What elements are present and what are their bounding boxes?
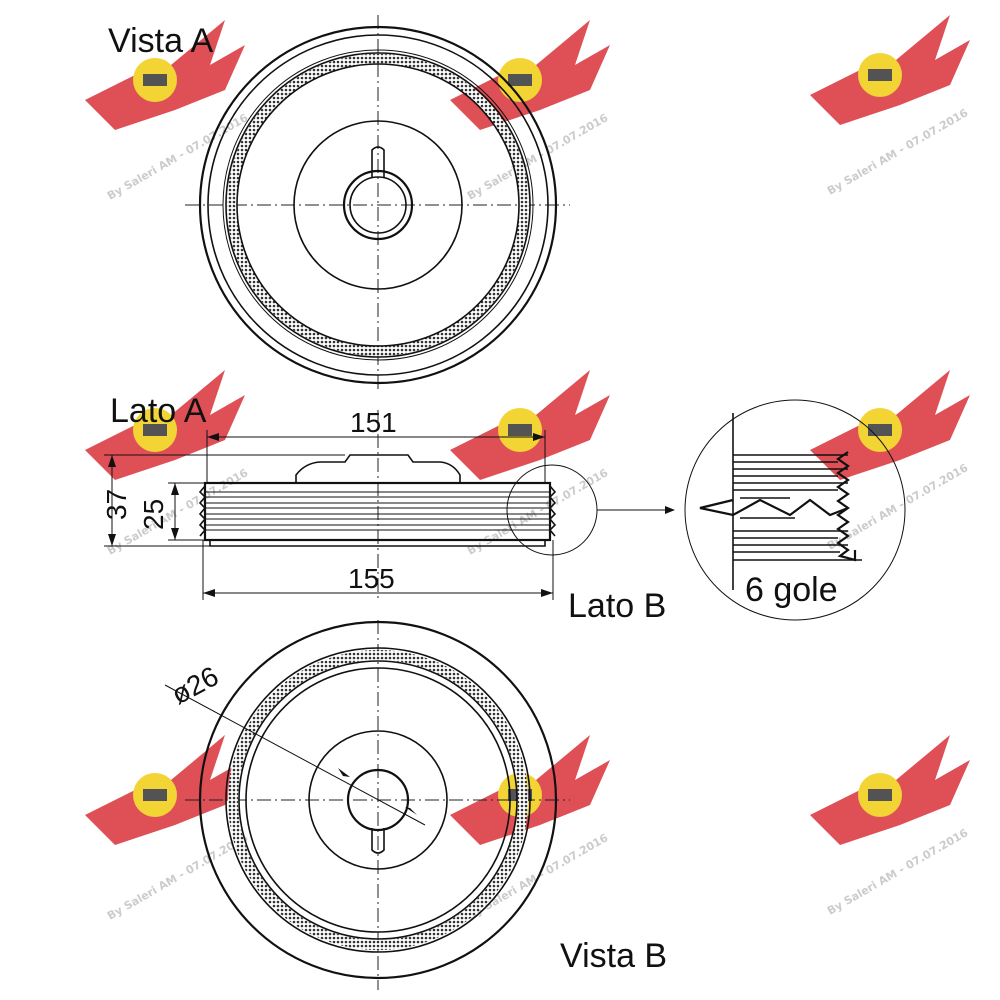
- grooves-label: 6 gole: [745, 571, 838, 609]
- view-b-label: Vista B: [560, 937, 667, 975]
- side-a-label: Lato A: [110, 392, 207, 430]
- dimension-151: 151: [350, 407, 397, 438]
- view-a-label: Vista A: [108, 22, 214, 60]
- view-a-drawing: [185, 15, 570, 390]
- watermark-logo: [85, 735, 245, 845]
- dimension-25: 25: [138, 499, 169, 530]
- side-view-drawing: [198, 410, 675, 600]
- dimension-37: 37: [101, 489, 132, 520]
- view-b-drawing: [164, 620, 570, 990]
- watermark-logo: [810, 370, 970, 480]
- bore-diameter-label: ø26: [166, 660, 223, 710]
- watermark-text: By Saleri AM - 07.07.2016: [105, 831, 251, 923]
- dimension-155: 155: [348, 563, 395, 594]
- watermark-text: By Saleri AM - 07.07.2016: [465, 466, 611, 558]
- watermark-logo: [450, 370, 610, 480]
- watermark-logo: [810, 15, 970, 125]
- watermark-logo: [810, 735, 970, 845]
- side-b-label: Lato B: [568, 587, 666, 625]
- dimension-lines: [104, 430, 554, 600]
- groove-detail: [684, 399, 906, 621]
